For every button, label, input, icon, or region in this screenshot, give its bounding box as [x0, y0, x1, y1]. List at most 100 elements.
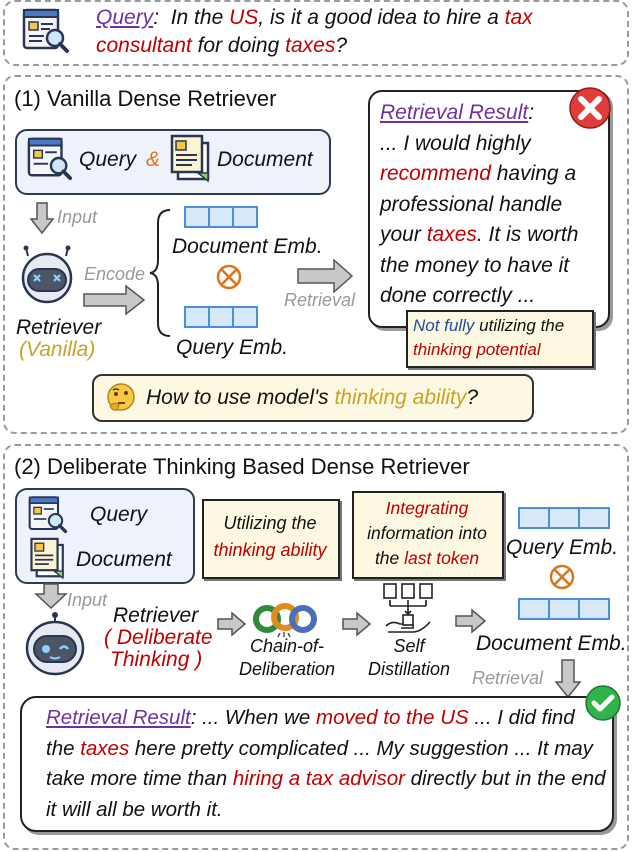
panel-deliberate — [3, 444, 629, 850]
note-part: the — [374, 548, 405, 568]
cod-label: Chain-of- Deliberation — [236, 635, 338, 681]
retrieval-result-box — [20, 696, 614, 832]
retrieval-arrow — [297, 258, 354, 297]
query-embedding — [518, 507, 610, 529]
document-embedding — [184, 206, 258, 228]
question-highlight: thinking ability — [334, 386, 467, 409]
retrieval-label: Retrieval — [472, 668, 544, 688]
input-arrow — [29, 202, 55, 240]
last-token-note-text: Integrating information into the last to… — [352, 496, 502, 571]
result-highlight: taxes — [80, 736, 130, 760]
query-consultant: consultant — [96, 34, 192, 57]
thinking-ability-note-text: Utilizing the thinking ability — [205, 510, 335, 564]
sd-label: Self Distillation — [362, 635, 456, 681]
query-tax: tax — [504, 6, 533, 29]
retrieval-result-box — [368, 90, 610, 328]
success-icon — [584, 684, 622, 727]
query-text-part: for doing — [191, 34, 286, 57]
query-word: Query — [90, 503, 148, 526]
query-text-part: ? — [335, 34, 348, 57]
query-box — [3, 0, 629, 66]
result-highlight: hiring a tax advisor — [232, 767, 405, 790]
document-icon — [28, 536, 68, 585]
panel-deliberate-title: (2) Deliberate Thinking Based Dense Retr… — [14, 454, 470, 479]
query-text-part: In the — [170, 6, 230, 29]
note-highlight: last token — [404, 548, 480, 568]
retrieval-arrow — [554, 659, 582, 703]
limitation-note — [406, 310, 594, 368]
query-us: US — [229, 6, 259, 29]
result-part: directly but in the end it will all be w… — [46, 767, 606, 821]
fail-icon — [568, 86, 612, 135]
retriever-label: Retriever — [113, 604, 199, 627]
query-taxes: taxes — [285, 34, 336, 57]
otimes-icon — [216, 264, 242, 295]
query-emb-label: Query Emb. — [176, 336, 289, 359]
question-box — [92, 374, 534, 422]
sd-line: Self — [393, 636, 425, 656]
result-title: Retrieval Result — [380, 101, 529, 124]
input-label: Input — [57, 207, 98, 227]
doc-emb-label: Document Emb. — [476, 632, 627, 655]
note-part: Utilizing the — [223, 513, 317, 533]
chain-icon — [253, 600, 318, 643]
query-embedding — [184, 306, 258, 328]
retriever-label: Retriever — [16, 316, 102, 339]
panel-vanilla — [3, 75, 629, 434]
query-label: Query — [96, 6, 154, 29]
robot-icon — [18, 245, 76, 309]
query-text: Query: In the US, is it a good idea to h… — [96, 6, 533, 57]
retrieval-result-text: Retrieval Result: ... When we moved to t… — [46, 703, 606, 825]
query-icon — [27, 135, 73, 186]
note-part: utilizing the — [474, 316, 565, 335]
query-icon — [22, 6, 70, 54]
brace — [148, 208, 172, 343]
doc-emb-label: Document Emb. — [172, 235, 323, 258]
cod-line: Chain-of- — [249, 636, 325, 656]
result-part: ... I would highly — [380, 131, 531, 155]
note-highlight: Not fully — [413, 316, 475, 335]
note-part: information into — [367, 523, 487, 543]
thinking-ability-note — [202, 499, 340, 579]
limitation-note-text: Not fully utilizing the thinking potenti… — [413, 314, 589, 362]
robot-icon — [22, 612, 88, 683]
question-text: How to use model's thinking ability? — [146, 386, 478, 410]
retrieval-result-text: Retrieval Result: ... I would highly rec… — [380, 98, 602, 312]
result-part: here pretty complicated ... My suggestio… — [46, 736, 593, 791]
arrow-to-emb — [455, 608, 487, 637]
retrieval-label: Retrieval — [284, 290, 356, 310]
result-part: having a professional handle your — [380, 162, 577, 246]
query-word: Query — [79, 148, 137, 171]
query-text-part: , is it a good idea to hire a — [258, 6, 505, 29]
query-icon — [28, 494, 68, 539]
last-token-note — [352, 491, 504, 579]
sd-line: Distillation — [367, 659, 451, 679]
thinking-face-icon — [106, 382, 136, 417]
distillation-icon — [382, 582, 434, 641]
result-highlight: moved to the US — [316, 706, 469, 729]
document-embedding — [518, 598, 610, 620]
input-label: Input — [67, 590, 108, 610]
result-title: Retrieval Result — [46, 706, 191, 729]
cod-line: Deliberation — [238, 659, 336, 679]
retriever-sub-2: Thinking ) — [110, 648, 203, 671]
document-word: Document — [76, 548, 172, 571]
query-emb-label: Query Emb. — [506, 536, 619, 559]
retriever-sub-1: ( Deliberate — [104, 626, 213, 649]
otimes-icon — [549, 564, 575, 595]
retriever-sub: (Vanilla) — [19, 338, 96, 361]
result-highlight: recommend — [380, 162, 491, 185]
note-highlight: thinking ability — [213, 540, 327, 560]
result-colon: : — [528, 101, 535, 124]
panel-vanilla-title: (1) Vanilla Dense Retriever — [14, 86, 277, 111]
question-part: How to use model's — [146, 386, 335, 409]
arrow-to-sd — [342, 611, 372, 640]
document-icon — [168, 133, 214, 188]
question-part: ? — [466, 386, 479, 409]
arrow-to-cod — [217, 611, 247, 640]
encode-arrow — [83, 284, 146, 319]
note-highlight: Integrating — [385, 498, 469, 518]
result-part: ... I did find the — [46, 706, 575, 760]
encode-label: Encode — [84, 264, 146, 284]
result-part: . It is worth the money to have it done … — [380, 223, 579, 307]
